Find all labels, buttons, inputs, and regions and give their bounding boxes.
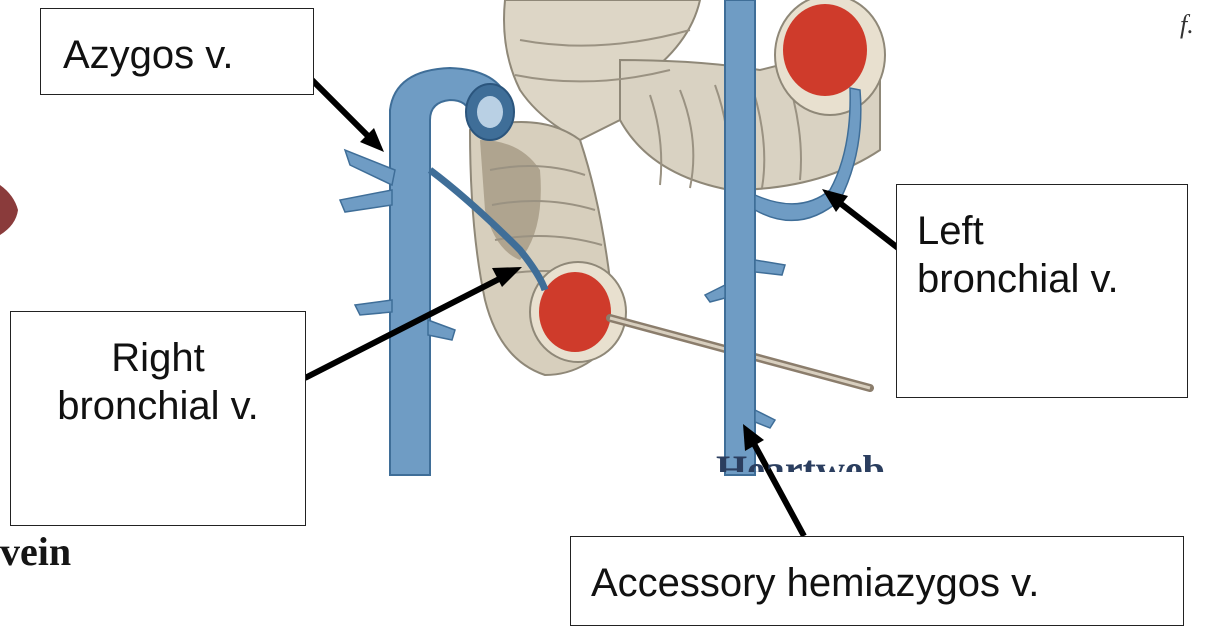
label-right-bronchial-line2: bronchial v. — [11, 382, 305, 430]
label-accessory-hemiazygos-text: Accessory hemiazygos v. — [591, 559, 1183, 607]
background-text-heartweb: Heartweb — [716, 446, 885, 472]
arrow-left-bronchial — [836, 200, 898, 248]
label-azygos-text: Azygos v. — [63, 31, 313, 79]
signature-mark: f. — [1180, 10, 1194, 40]
background-text-vein: vein — [0, 528, 71, 575]
label-right-bronchial-vein: Right bronchial v. — [10, 311, 306, 526]
label-left-bronchial-line2: bronchial v. — [917, 255, 1187, 303]
partial-vessel-left-edge — [0, 185, 18, 235]
label-left-bronchial-vein: Left bronchial v. — [896, 184, 1188, 398]
label-right-bronchial-line1: Right — [11, 334, 305, 382]
label-azygos-vein: Azygos v. — [40, 8, 314, 95]
label-accessory-hemiazygos-vein: Accessory hemiazygos v. — [570, 536, 1184, 626]
label-left-bronchial-line1: Left — [917, 207, 1187, 255]
